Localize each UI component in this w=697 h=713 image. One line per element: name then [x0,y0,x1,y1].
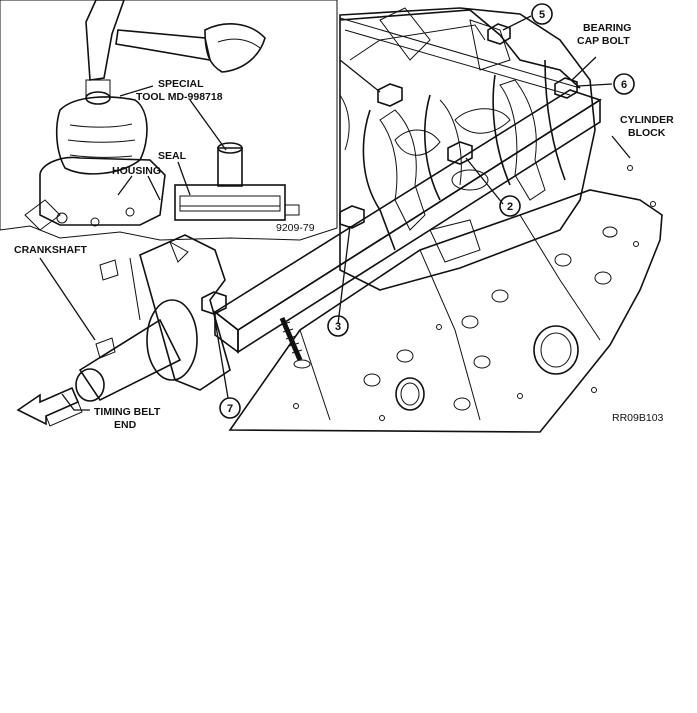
inset-seal-tool [0,0,338,241]
threaded-stud [279,317,311,369]
label-housing: HOUSING [112,165,161,177]
label-crankshaft: CRANKSHAFT [14,244,87,256]
block-bore-1 [533,325,579,375]
callout-3-text: 3 [335,321,341,333]
callout-5: 5 [531,3,553,25]
seal-section [174,184,300,221]
callout-7: 7 [219,397,241,419]
block-bore-2 [395,377,425,411]
bearing-cap-beam [213,9,602,354]
label-block: BLOCK [628,127,666,139]
hand [55,79,148,175]
timing-belt-arrow [16,386,90,427]
bolt-2 [447,141,473,165]
bolt-5 [487,23,511,45]
callout-2-text: 2 [507,201,513,213]
bolt-upper-left [377,83,403,107]
special-tool-cylinder [217,142,243,187]
bolt-7 [201,291,227,315]
callout-3: 3 [327,315,349,337]
callout-6-text: 6 [621,79,627,91]
bolt-6 [554,77,578,99]
callout-5-text: 5 [539,9,545,21]
block-bolt-holes [363,226,618,411]
callout-7-text: 7 [227,403,233,415]
callout-2: 2 [499,195,521,217]
label-timing-end: END [114,419,137,431]
callout-6: 6 [613,73,635,95]
label-cylinder: CYLINDER [620,114,674,126]
bearing-cap-bolts [201,23,578,315]
label-special: SPECIAL [158,78,204,90]
label-tool-md: TOOL MD-998718 [136,91,223,103]
crankshaft [75,234,231,402]
label-seal: SEAL [158,150,187,162]
hammer [85,0,266,81]
seal-housing [24,156,166,231]
callout-leaders [39,15,631,399]
label-inset-ref: 9209-79 [276,222,315,234]
label-bearing: BEARING [583,22,631,34]
crankcase-upper [339,7,596,291]
cylinder-block [228,165,663,433]
label-timing-belt: TIMING BELT [94,406,161,418]
label-figure-id: RR09B103 [612,412,664,424]
bolt-3 [339,205,365,229]
label-cap-bolt: CAP BOLT [577,35,630,47]
